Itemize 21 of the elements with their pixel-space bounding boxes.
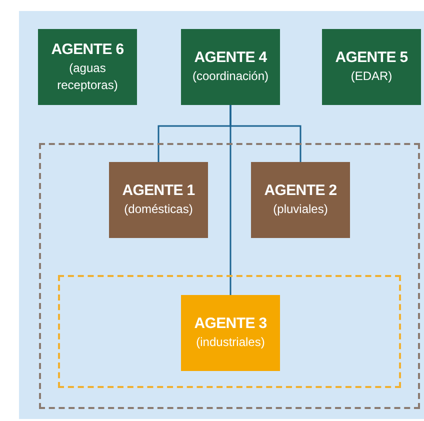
agent-description: (EDAR) (350, 68, 392, 85)
agent-description: (aguas receptoras) (56, 60, 119, 93)
agent-box (181, 295, 280, 371)
agent-box (38, 29, 137, 105)
agent-box (251, 162, 350, 238)
agent-box (181, 29, 280, 105)
agent-box (109, 162, 208, 238)
agent-title: AGENTE 2 (264, 182, 337, 200)
agent-box (322, 29, 421, 105)
agent-description: (industriales) (196, 334, 265, 351)
dashed-group-frame (58, 275, 401, 388)
connector-line (230, 105, 232, 295)
agent-title: AGENTE 4 (194, 49, 267, 66)
agent-title: AGENTE 5 (335, 49, 408, 66)
dashed-group-frame (39, 143, 420, 409)
agent-title: AGENTE 1 (122, 182, 195, 200)
agent-description: (pluviales) (273, 201, 328, 218)
agent-title: AGENTE 3 (194, 315, 267, 332)
agent-description: (coordinación) (192, 68, 269, 85)
agent-description: (domésticas) (124, 201, 193, 218)
agent-title: AGENTE 6 (51, 41, 124, 58)
